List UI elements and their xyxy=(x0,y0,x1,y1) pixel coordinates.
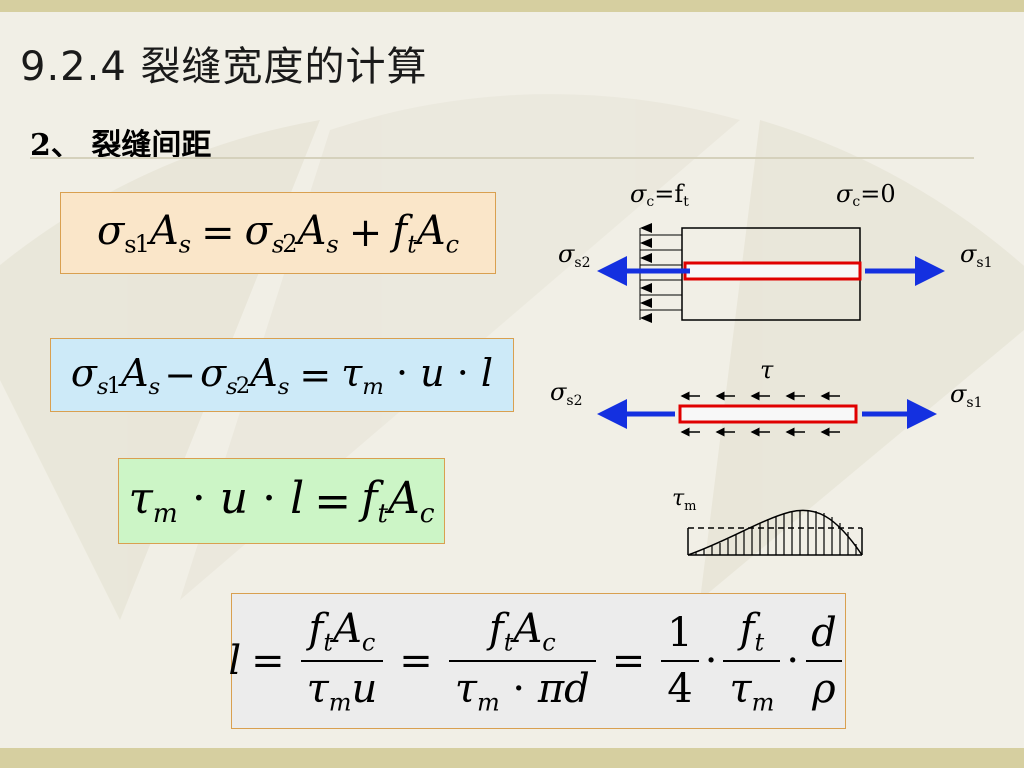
svg-text:τm: τm xyxy=(672,486,697,514)
rebar-bar-2 xyxy=(678,404,858,424)
slide-title: 9.2.4 裂缝宽度的计算 xyxy=(20,44,428,90)
svg-text:σs2: σs2 xyxy=(558,240,590,271)
bond-stress-formula-box: σs1As − σs2As = τm · u · l xyxy=(50,338,514,412)
tension-balance-formula-box: τm · u · l = ftAc xyxy=(118,458,445,544)
rebar-bond-diagram: τ σs2 σs1 xyxy=(550,356,982,437)
rebar-bar-1 xyxy=(683,261,862,281)
equilibrium-formula-box: σs1As = σs2As + ftAc xyxy=(60,192,496,274)
stress-diagrams: σc=ft σc=0 σs2 σs1 τ xyxy=(550,180,992,556)
bond-stress-distribution-diagram: τm xyxy=(672,486,863,556)
concrete-block-diagram: σc=ft σc=0 σs2 σs1 xyxy=(558,180,992,323)
svg-text:σs2: σs2 xyxy=(550,378,582,409)
bottom-decor-band xyxy=(0,748,1024,768)
svg-text:σc=0: σc=0 xyxy=(836,180,896,210)
svg-text:σc=ft: σc=ft xyxy=(630,180,689,210)
svg-text:σs1: σs1 xyxy=(950,380,982,411)
svg-text:σs1: σs1 xyxy=(960,240,992,271)
svg-text:τ: τ xyxy=(760,356,774,384)
title-divider xyxy=(30,157,974,159)
top-decor-band xyxy=(0,0,1024,12)
